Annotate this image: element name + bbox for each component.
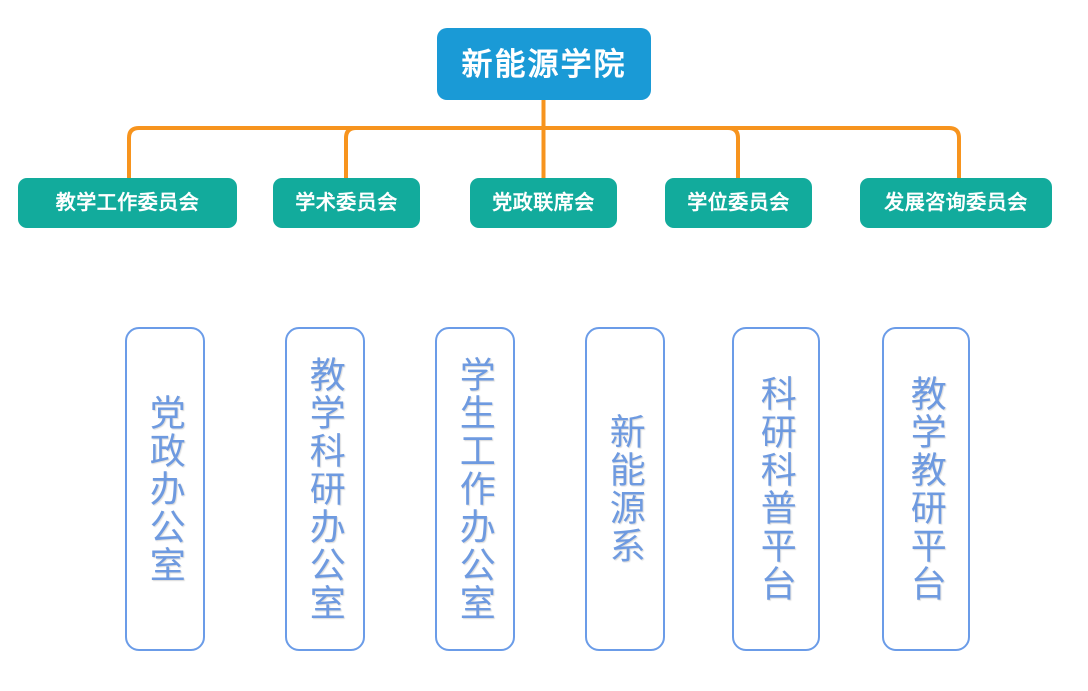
committee-node-4[interactable]: 学位委员会 <box>665 178 812 228</box>
committee-node-3[interactable]: 党政联席会 <box>470 178 617 228</box>
department-node-label: 教学教研平台 <box>905 375 947 603</box>
connector-drop-4 <box>727 126 740 178</box>
connector-drop-2 <box>344 126 357 178</box>
department-node-5[interactable]: 科研科普平台 <box>732 327 820 651</box>
department-node-label: 党政办公室 <box>144 394 186 584</box>
department-node-4[interactable]: 新能源系 <box>585 327 665 651</box>
committee-node-label: 党政联席会 <box>492 192 595 214</box>
committee-node-label: 发展咨询委员会 <box>884 192 1028 214</box>
committee-node-5[interactable]: 发展咨询委员会 <box>860 178 1052 228</box>
department-node-label: 新能源系 <box>604 413 646 565</box>
department-node-2[interactable]: 教学科研办公室 <box>285 327 365 651</box>
committee-node-label: 学术委员会 <box>295 192 398 214</box>
committee-node-label: 学位委员会 <box>687 192 790 214</box>
department-node-1[interactable]: 党政办公室 <box>125 327 205 651</box>
committee-node-label: 教学工作委员会 <box>55 192 200 214</box>
department-node-label: 科研科普平台 <box>755 375 797 603</box>
department-node-label: 教学科研办公室 <box>304 356 346 622</box>
department-node-label: 学生工作办公室 <box>454 356 496 622</box>
root-node-label: 新能源学院 <box>461 46 627 82</box>
connector-bus-right <box>543 126 961 178</box>
department-node-6[interactable]: 教学教研平台 <box>882 327 970 651</box>
department-node-3[interactable]: 学生工作办公室 <box>435 327 515 651</box>
committee-node-1[interactable]: 教学工作委员会 <box>18 178 237 228</box>
root-node-college[interactable]: 新能源学院 <box>437 28 651 100</box>
committee-node-2[interactable]: 学术委员会 <box>273 178 420 228</box>
connector-bus-left <box>127 126 544 178</box>
